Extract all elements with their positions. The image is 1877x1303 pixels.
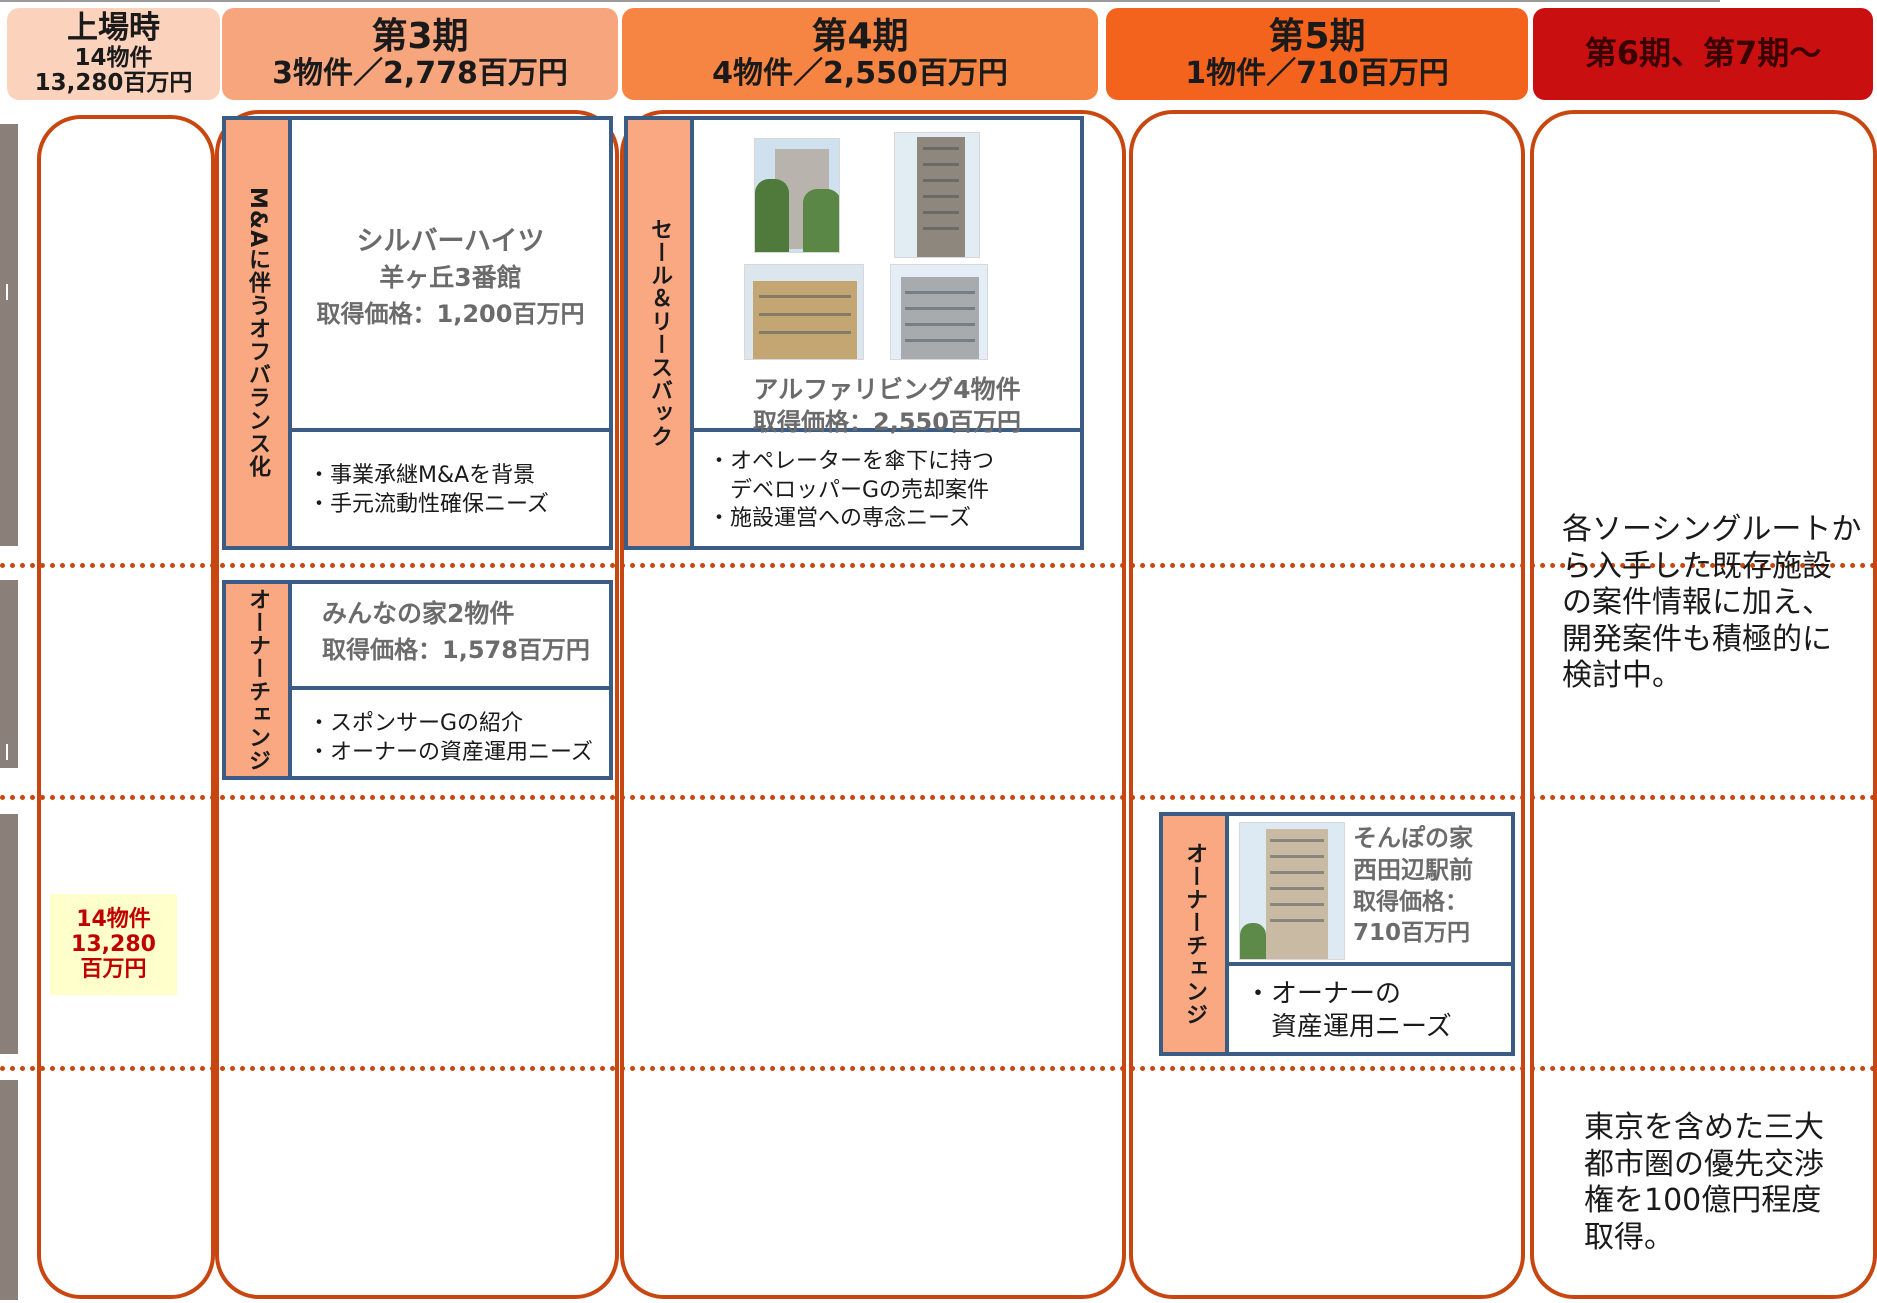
header-period-6-7: 第6期、第7期～ xyxy=(1533,8,1873,100)
column-period-3 xyxy=(215,110,619,1299)
deal-minna-no-ie-background: ・スポンサーGの紹介 ・オーナーの資産運用ニーズ xyxy=(292,690,609,776)
negotiation-rights-line: 権を100億円程度 xyxy=(1584,1183,1822,1219)
header-period-4-title: 第4期 xyxy=(811,16,909,58)
row-label-bar-1 xyxy=(0,124,18,546)
future-pipeline-line: 開発案件も積極的に xyxy=(1562,621,1832,657)
header-period-3-summary: 3物件／2,778百万円 xyxy=(272,56,568,92)
deal-sompo-no-ie-text: そんぽの家 西田辺駅前 取得価格： 710百万円 xyxy=(1353,822,1473,949)
top-rule xyxy=(0,0,1720,2)
row-separator-2 xyxy=(0,795,1877,800)
bullet: ・オーナーの xyxy=(1245,979,1402,1009)
header-period-3-title: 第3期 xyxy=(371,16,469,58)
row-label-bar-4 xyxy=(0,1080,18,1300)
negotiation-rights-note: 東京を含めた三大 都市圏の優先交渉 権を100億円程度 取得。 xyxy=(1584,1110,1824,1256)
deal-silver-heights-background: ・事業承継M&Aを背景 ・手元流動性確保ニーズ xyxy=(292,432,609,546)
deal-sompo-no-ie-price-label: 取得価格： xyxy=(1353,888,1468,915)
row-label-bar-3 xyxy=(0,814,18,1054)
future-pipeline-line: 検討中。 xyxy=(1562,658,1682,694)
column-period-6-7 xyxy=(1530,110,1877,1299)
deal-silver-heights-bullets: ・事業承継M&Aを背景 ・手元流動性確保ニーズ xyxy=(308,462,609,519)
listing-summary-badge: 14物件 13,280 百万円 xyxy=(50,894,177,995)
deal-minna-no-ie: オーナーチェンジ みんなの家2物件 取得価格：1,578百万円 ・スポンサーGの… xyxy=(222,580,613,780)
header-period-3: 第3期 3物件／2,778百万円 xyxy=(222,8,618,100)
bullet: デベロッパーGの売却案件 xyxy=(708,477,990,503)
building-photo xyxy=(744,264,864,360)
deal-sompo-no-ie-background: ・オーナーの 資産運用ニーズ xyxy=(1229,966,1511,1052)
building-photo xyxy=(890,264,988,360)
bullet: ・施設運営への専念ニーズ xyxy=(708,506,971,532)
deal-minna-no-ie-summary: みんなの家2物件 取得価格：1,578百万円 xyxy=(292,584,609,690)
bullet: ・事業承継M&Aを背景 xyxy=(308,463,536,488)
header-period-5-summary: 1物件／710百万円 xyxy=(1185,56,1449,92)
deal-alpha-living-price: 取得価格：2,550百万円 xyxy=(753,408,1021,436)
deal-silver-heights: M&Aに伴うオフバランス化 シルバーハイツ 羊ヶ丘3番館 取得価格：1,200百… xyxy=(222,116,613,550)
header-listing-title: 上場時 xyxy=(67,9,160,46)
negotiation-rights-line: 取得。 xyxy=(1584,1219,1674,1255)
future-pipeline-line: ら入手した既存施設 xyxy=(1562,548,1832,584)
bullet: ・オペレーターを傘下に持つ xyxy=(708,449,995,474)
deal-alpha-living-route-tag: セール＆リースバック xyxy=(628,120,694,546)
column-period-4 xyxy=(620,110,1126,1299)
header-listing: 上場時 14物件 13,280百万円 xyxy=(7,8,220,100)
deal-silver-heights-price: 取得価格：1,200百万円 xyxy=(316,300,585,328)
row-label-bar-2 xyxy=(0,580,18,768)
row-separator-1 xyxy=(0,563,1877,568)
deal-sompo-no-ie-price-value: 710百万円 xyxy=(1353,919,1471,946)
listing-unit: 百万円 xyxy=(80,957,147,983)
deal-silver-heights-name-2: 羊ヶ丘3番館 xyxy=(379,263,522,292)
bullet: 資産運用ニーズ xyxy=(1245,1011,1452,1042)
deal-minna-no-ie-price: 取得価格：1,578百万円 xyxy=(322,636,590,664)
negotiation-rights-line: 都市圏の優先交渉 xyxy=(1584,1146,1824,1182)
deal-alpha-living-bullets: ・オペレーターを傘下に持つ デベロッパーGの売却案件 ・施設運営への専念ニーズ xyxy=(708,448,1080,534)
header-period-5-title: 第5期 xyxy=(1268,16,1366,58)
deal-minna-no-ie-route-tag: オーナーチェンジ xyxy=(226,584,292,776)
deal-sompo-no-ie-name-2: 西田辺駅前 xyxy=(1353,856,1473,885)
deal-minna-no-ie-bullets: ・スポンサーGの紹介 ・オーナーの資産運用ニーズ xyxy=(308,710,609,767)
building-photo xyxy=(894,132,980,258)
header-period-5: 第5期 1物件／710百万円 xyxy=(1106,8,1528,100)
deal-silver-heights-route-tag: M&Aに伴うオフバランス化 xyxy=(226,120,292,546)
column-period-5 xyxy=(1129,110,1525,1299)
header-listing-count: 14物件 xyxy=(74,44,153,71)
bullet: ・オーナーの資産運用ニーズ xyxy=(308,739,593,765)
negotiation-rights-line: 東京を含めた三大 xyxy=(1584,1110,1824,1145)
deal-sompo-no-ie-route-tag: オーナーチェンジ xyxy=(1163,816,1229,1052)
header-period-4-summary: 4物件／2,550百万円 xyxy=(712,56,1008,92)
deal-sompo-no-ie-name-1: そんぽの家 xyxy=(1353,824,1473,852)
column-listing xyxy=(37,115,215,1299)
deal-silver-heights-name-1: シルバーハイツ xyxy=(356,226,545,257)
deal-sompo-no-ie: オーナーチェンジ そんぽの家 西田辺駅前 取得価格： 710百万円 ・オーナーの… xyxy=(1159,812,1515,1056)
listing-amount: 13,280 xyxy=(71,931,156,957)
future-pipeline-note: 各ソーシングルートか ら入手した既存施設 の案件情報に加え、 開発案件も積極的に… xyxy=(1562,512,1861,695)
future-pipeline-line: の案件情報に加え、 xyxy=(1562,585,1832,621)
bullet: ・スポンサーGの紹介 xyxy=(308,711,524,736)
deal-alpha-living-name: アルファリビング4物件 xyxy=(753,375,1021,404)
header-period-6-7-title: 第6期、第7期～ xyxy=(1584,34,1822,73)
deal-silver-heights-summary: シルバーハイツ 羊ヶ丘3番館 取得価格：1,200百万円 xyxy=(292,120,609,432)
deal-alpha-living: セール＆リースバック アルファ xyxy=(624,116,1084,550)
future-pipeline-line: 各ソーシングルートか xyxy=(1562,512,1862,547)
deal-minna-no-ie-name: みんなの家2物件 xyxy=(322,599,515,628)
deal-sompo-no-ie-summary: そんぽの家 西田辺駅前 取得価格： 710百万円 xyxy=(1229,816,1511,966)
building-photo xyxy=(1239,822,1345,960)
deal-alpha-living-summary: アルファリビング4物件 取得価格：2,550百万円 xyxy=(694,120,1080,436)
building-photo xyxy=(754,138,840,253)
listing-count: 14物件 xyxy=(76,906,151,932)
row-separator-3 xyxy=(0,1066,1877,1071)
header-period-4: 第4期 4物件／2,550百万円 xyxy=(622,8,1098,100)
deal-sompo-no-ie-bullets: ・オーナーの 資産運用ニーズ xyxy=(1245,978,1511,1043)
header-listing-amount: 13,280百万円 xyxy=(34,70,193,97)
deal-alpha-living-background: ・オペレーターを傘下に持つ デベロッパーGの売却案件 ・施設運営への専念ニーズ xyxy=(694,432,1080,546)
bullet: ・手元流動性確保ニーズ xyxy=(308,491,549,517)
